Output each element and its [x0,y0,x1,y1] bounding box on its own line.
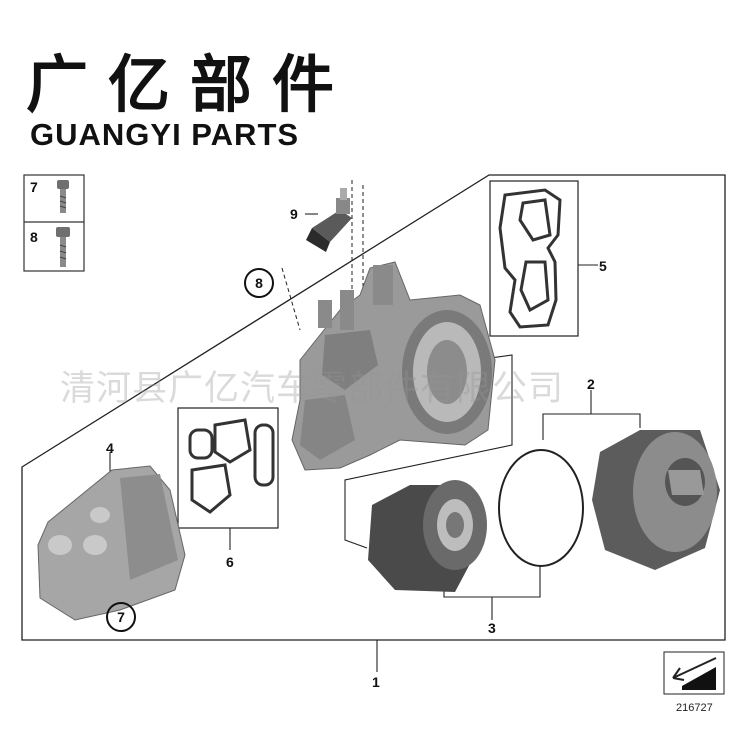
part-label-2: 2 [587,376,595,392]
filter-cartridge [368,480,487,592]
part-label-1: 1 [372,674,380,690]
part-label-5: 5 [599,258,607,274]
o-ring [498,449,584,567]
pressure-switch [306,188,352,252]
bolt-icon [56,227,70,267]
oil-filter-housing [291,261,496,471]
view-direction-symbol [663,651,725,695]
legend-box [23,174,85,272]
assembly-boundary [21,174,726,641]
gasket-6-frame [177,407,279,529]
part-label-4: 4 [106,440,114,456]
brand-chinese-name: 广亿部件 [26,48,355,121]
gasket-5-frame [489,180,579,337]
part-label-6: 6 [226,554,234,570]
brand-english-name: GUANGYI PARTS [30,117,300,152]
company-watermark: 清河县广亿汽车零部件有限公司 [60,369,565,409]
callout-8: 8 [244,268,274,298]
gasket-5 [498,188,562,329]
oil-cooler [37,465,186,621]
part-label-3: 3 [488,620,496,636]
legend-label-screw: 7 [30,179,38,195]
part-label-9: 9 [290,206,298,222]
gasket-6 [188,418,275,514]
filter-cap [592,430,720,570]
legend-label-bolt: 8 [30,229,38,245]
diagram-reference-number: 216727 [676,702,713,714]
callout-7: 7 [106,602,136,632]
screw-icon [57,180,69,213]
